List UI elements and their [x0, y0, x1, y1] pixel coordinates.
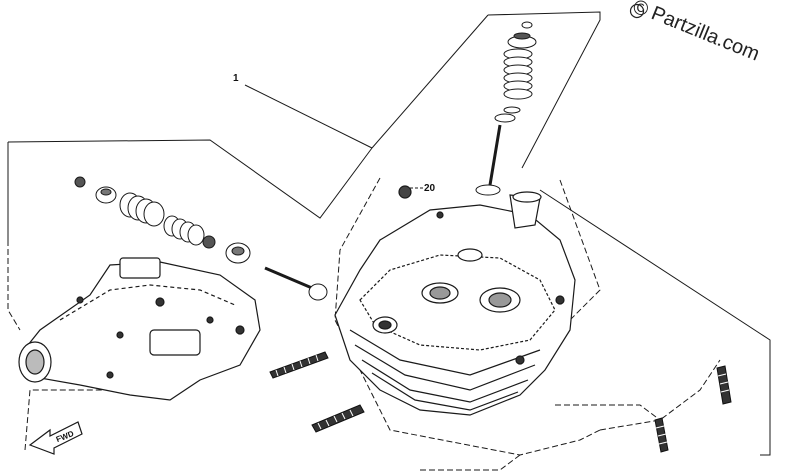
- left-valve-retainer-hole: [100, 188, 112, 196]
- top-valve-keeper: [521, 21, 533, 29]
- assembly-outline: [7, 11, 771, 471]
- head-cover: [18, 257, 261, 401]
- callout-20-label: 20: [424, 183, 436, 194]
- left-valve-stack: [74, 176, 328, 301]
- fwd-dashed-box: [24, 389, 120, 451]
- top-bracket-line: [487, 11, 601, 169]
- head-cover-rib: [149, 329, 201, 356]
- left-valve-seal: [202, 235, 216, 249]
- top-valve-retainer-hole: [513, 32, 531, 40]
- callout-20: 20: [410, 183, 436, 194]
- cylinder-head-valve-seat: [457, 248, 483, 262]
- head-cover-outline: [19, 261, 261, 401]
- cylinder-head-outline: [334, 204, 576, 416]
- right-bracket-line: [539, 189, 771, 456]
- left-valve-spring-inner: [163, 215, 205, 246]
- left-valve-stem: [264, 266, 313, 290]
- stud-2: [311, 404, 365, 433]
- cylinder-head: [334, 185, 576, 416]
- top-valve-spring-outer: [503, 48, 533, 100]
- stud-1: [269, 351, 329, 379]
- top-valve-head: [475, 184, 501, 196]
- callout-1: 1: [233, 73, 373, 149]
- left-valve-spring-outer: [119, 192, 165, 227]
- callout-1-label: 1: [233, 73, 239, 84]
- copyright-symbol: ©: [634, 0, 649, 20]
- head-dashed-zone: [334, 177, 601, 456]
- stud-dashed-mid: [555, 404, 661, 421]
- left-bracket-line: [7, 139, 373, 219]
- head-cover-boss: [119, 257, 161, 279]
- fwd-direction-marker: FWD: [28, 421, 83, 455]
- copyright-icon: [629, 3, 645, 19]
- top-bracket-left: [371, 14, 489, 149]
- top-valve-stem: [488, 124, 502, 186]
- left-dashed-edge: [7, 240, 21, 331]
- top-valve-seal: [503, 106, 521, 114]
- stud-3: [654, 417, 669, 453]
- fwd-arrow-icon: [28, 421, 83, 455]
- head-dashed-right: [559, 179, 601, 331]
- top-valve-spring-seat: [494, 113, 516, 123]
- top-valve-stack: [475, 21, 537, 196]
- cylinder-head-deck: [359, 254, 556, 351]
- stud-4: [716, 365, 732, 405]
- stud-dashed-right: [599, 359, 721, 431]
- cylinder-head-fins: [349, 329, 541, 411]
- left-valve-head: [308, 283, 328, 301]
- left-valve-keeper: [74, 176, 86, 188]
- cylinder-head-plug: [398, 185, 412, 199]
- callout-1-leader: [244, 84, 373, 149]
- studs: [269, 351, 732, 453]
